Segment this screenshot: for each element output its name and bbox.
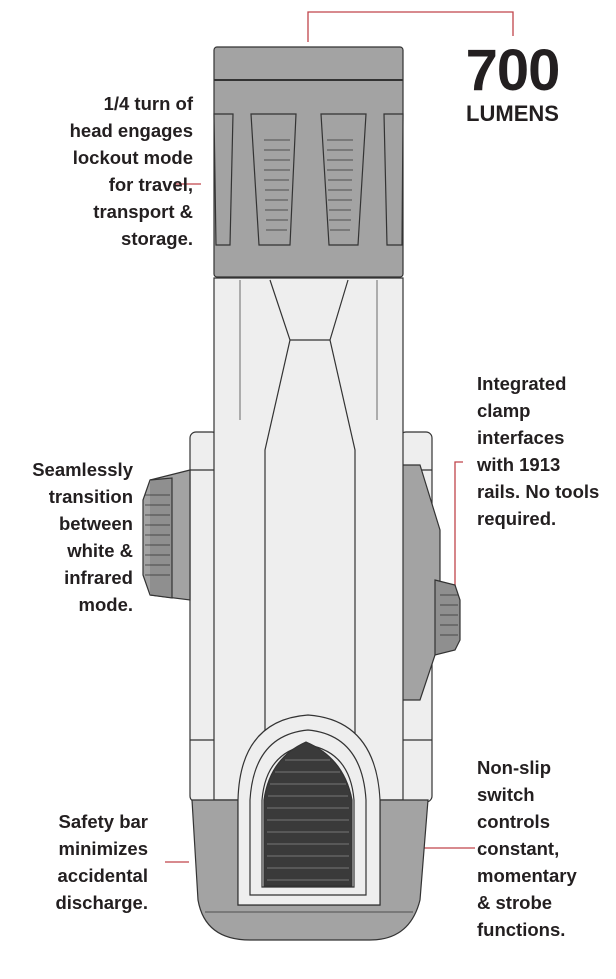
callout-safety-bar: Safety bar minimizes accidental discharg… [55,811,148,913]
callout-mode-switch: Seamlessly transition between white & in… [32,459,133,615]
lumens-value: 700 [465,38,561,103]
head-grips [213,113,404,246]
head [213,46,404,278]
callout-switch: Non-slip switch controls constant, momen… [477,757,577,940]
callout-clamp: Integrated clamp interfaces with 1913 ra… [477,373,600,529]
leader-lumens [307,11,514,42]
callout-head-lockout: 1/4 turn of head engages lockout mode fo… [69,93,193,249]
mode-switch [142,469,191,601]
grip-ridges [264,139,353,231]
lumens-rating: 700 LUMENS [440,40,585,126]
clamp-lever [399,464,461,701]
lumens-unit: LUMENS [466,101,559,126]
non-slip-switch [263,741,353,887]
